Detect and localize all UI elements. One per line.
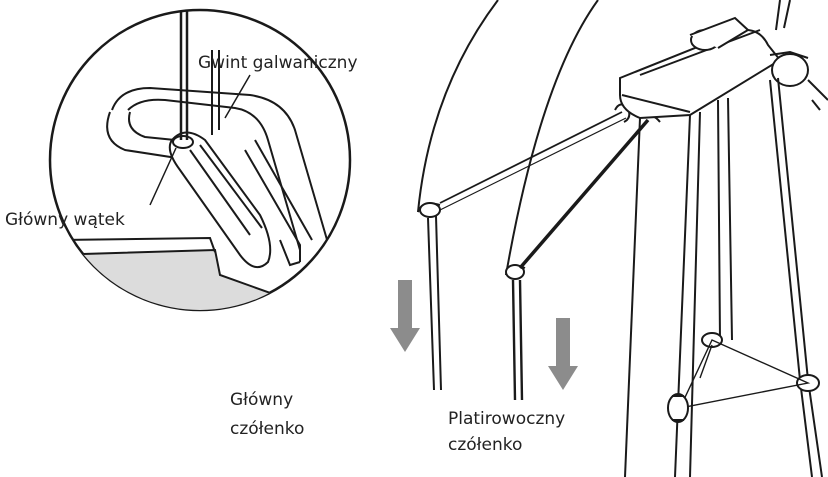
- main-shuttle-rod: [428, 216, 441, 390]
- main-thread-label: Główny wątek: [5, 209, 125, 232]
- plating-thread-path: [520, 120, 648, 268]
- main-shuttle-label-line1: Główny: [230, 389, 304, 412]
- inset-thread-eyelet: [173, 136, 193, 148]
- main-shuttle-label-line2: czółenko: [230, 418, 304, 441]
- tension-disc: [668, 394, 688, 422]
- plating-shuttle-label: Platirowoczny czółenko: [448, 408, 565, 457]
- main-shuttle-eyelet: [420, 203, 440, 217]
- main-shuttle-label: Główny czółenko: [230, 389, 304, 441]
- triangle-thread: [680, 340, 808, 408]
- main-shuttle-down-arrow: [390, 280, 420, 352]
- main-thread-path: [440, 112, 622, 203]
- post-middle: [718, 98, 732, 340]
- galvanic-thread-label: Gwint galwaniczny: [198, 52, 358, 75]
- frame-arc-right: [506, 0, 598, 275]
- plating-shuttle-rod: [513, 280, 522, 400]
- post-right: [770, 78, 808, 380]
- machine-drawing: [418, 0, 828, 477]
- plating-shuttle-down-arrow: [548, 318, 578, 390]
- plating-shuttle-label-line1: Platirowoczny: [448, 408, 565, 431]
- plating-shuttle-label-line2: czółenko: [448, 434, 565, 457]
- direction-arrows: [390, 280, 578, 390]
